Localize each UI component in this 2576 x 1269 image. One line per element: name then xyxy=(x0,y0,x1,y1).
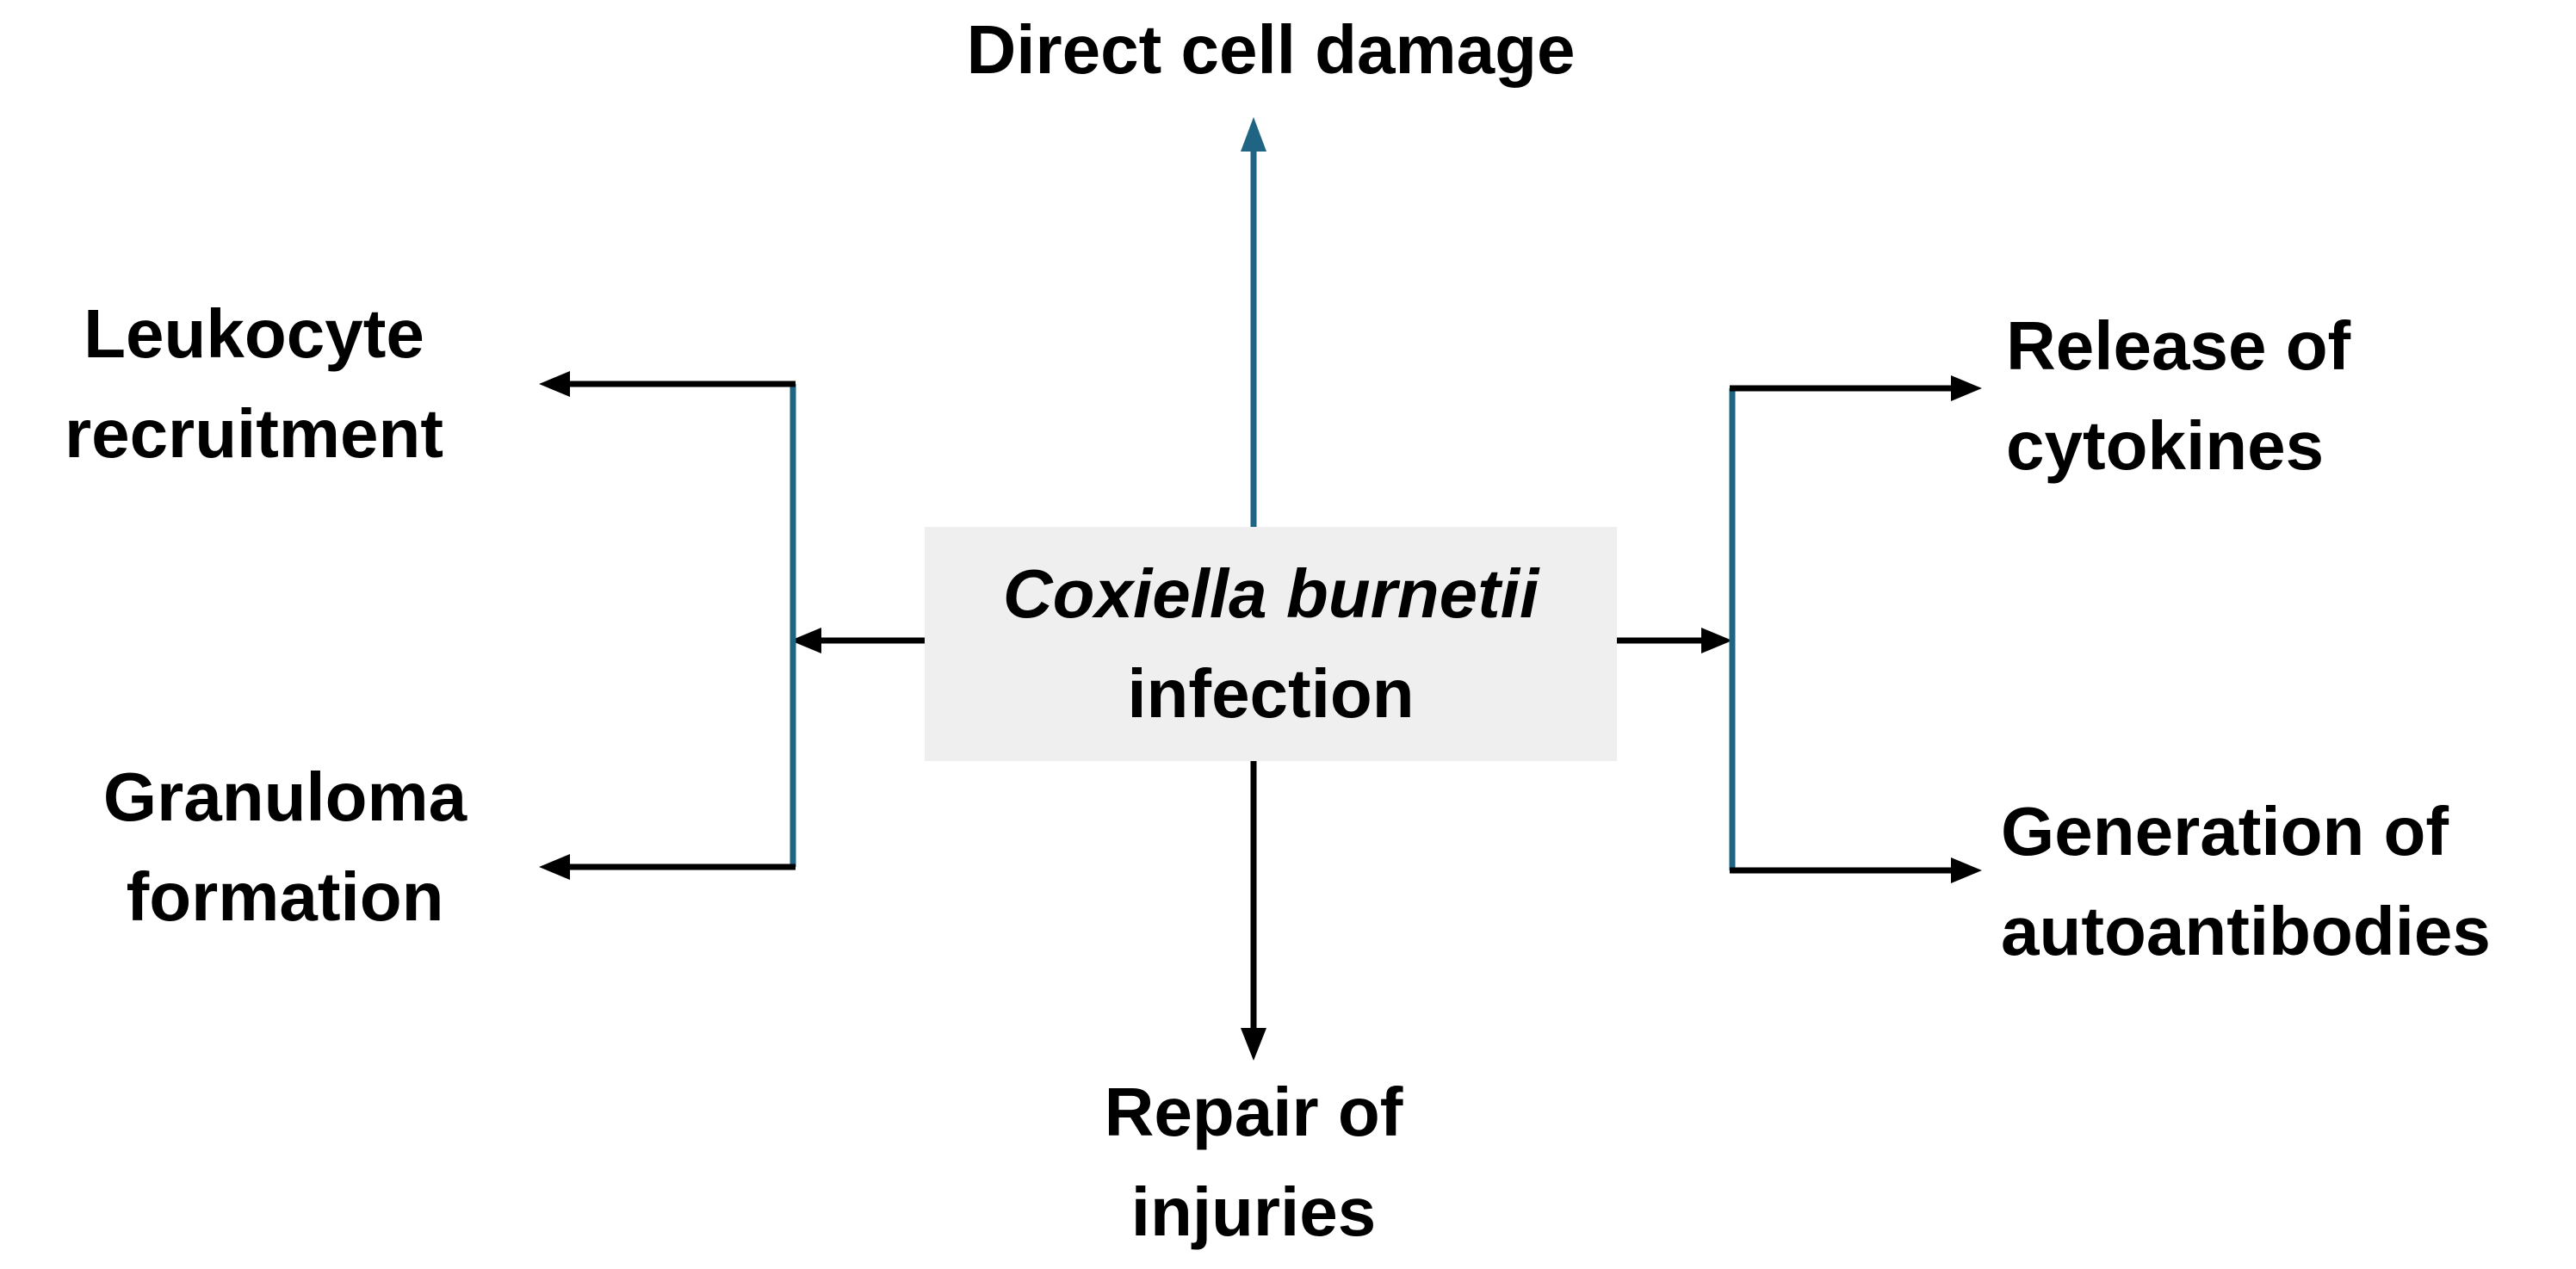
center-node-pathogen-name: Coxiella burnetii xyxy=(1002,555,1539,632)
outcome-leukocyte-line2: recruitment xyxy=(64,395,444,472)
outcome-granuloma-line2: formation xyxy=(126,858,444,935)
outcome-repair-line1: Repair of xyxy=(1104,1074,1403,1150)
arrowhead-right-top xyxy=(1951,375,1982,401)
outcome-granuloma-formation: Granuloma formation xyxy=(31,747,539,947)
arrowhead-down xyxy=(1241,1028,1266,1061)
outcome-generation-of-autoantibodies: Generation of autoantibodies xyxy=(2001,782,2569,981)
outcome-autoantibodies-line2: autoantibodies xyxy=(2001,893,2491,969)
outcome-granuloma-line1: Granuloma xyxy=(102,758,468,835)
center-node-coxiella-infection: Coxiella burnetii infection xyxy=(925,527,1617,761)
outcome-direct-cell-damage-line1: Direct cell damage xyxy=(966,11,1576,88)
outcome-release-of-cytokines: Release of cytokines xyxy=(2006,296,2540,496)
outcome-direct-cell-damage: Direct cell damage xyxy=(926,0,1615,100)
outcome-cytokines-line1: Release of xyxy=(2006,307,2351,384)
outcome-leukocyte-recruitment: Leukocyte recruitment xyxy=(0,284,508,484)
arrowhead-right-bottom xyxy=(1951,857,1982,883)
outcome-autoantibodies-line1: Generation of xyxy=(2001,793,2449,870)
outcome-cytokines-line2: cytokines xyxy=(2006,407,2325,484)
center-node-infection-label: infection xyxy=(1127,655,1415,732)
outcome-repair-line2: injuries xyxy=(1130,1173,1377,1250)
outcome-leukocyte-line1: Leukocyte xyxy=(84,295,424,372)
outcome-repair-of-injuries: Repair of injuries xyxy=(978,1062,1529,1262)
arrowhead-up xyxy=(1241,117,1266,152)
arrowhead-left-top xyxy=(539,371,570,397)
arrowhead-left-bottom xyxy=(539,854,570,880)
arrowhead-right-center xyxy=(1701,628,1732,653)
arrowhead-left-center xyxy=(790,628,821,653)
